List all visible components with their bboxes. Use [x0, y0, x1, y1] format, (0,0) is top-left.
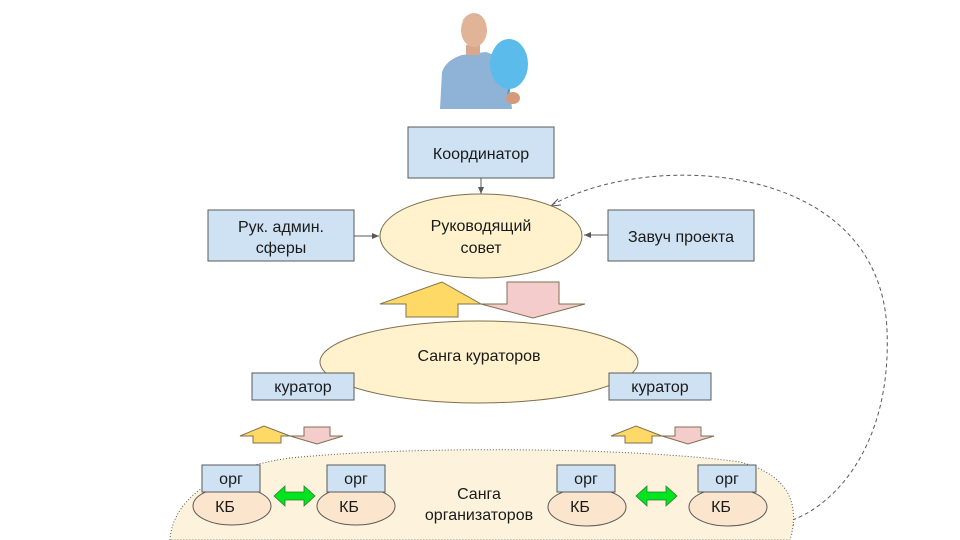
feedback-dashed-connector	[551, 174, 888, 523]
curator-box-right[interactable]: куратор	[608, 372, 712, 401]
balloon-shape	[490, 39, 528, 89]
up-arrow-small-right	[610, 425, 663, 444]
double-arrow-left-pair	[273, 485, 316, 507]
kb-label: КБ	[570, 499, 590, 516]
curators-sangha-ellipse[interactable]: Санга кураторов	[319, 320, 639, 404]
admin-head-label-1: Рук. админ.	[238, 219, 324, 236]
org-unit-2[interactable]: орг КБ	[316, 464, 396, 526]
curators-sangha-label: Санга кураторов	[417, 348, 540, 365]
org-unit-1[interactable]: орг КБ	[192, 464, 272, 526]
org-box	[697, 464, 757, 493]
organizers-sangha-label-1: Санга	[457, 486, 501, 503]
coordinator-box[interactable]: Координатор	[407, 126, 555, 179]
down-arrow-small-right	[661, 426, 715, 445]
curator-left-label: куратор	[274, 379, 331, 396]
person-photo	[438, 8, 534, 109]
up-arrow-small-left	[239, 425, 291, 444]
org-label: орг	[715, 471, 739, 488]
kb-label: КБ	[215, 499, 235, 516]
curator-right-label: куратор	[631, 379, 688, 396]
down-arrow-small-left	[289, 426, 344, 445]
feedback-arrowhead-top	[549, 198, 562, 207]
double-arrow-right-pair	[635, 485, 678, 507]
org-unit-4[interactable]: орг КБ	[688, 464, 768, 527]
project-deputy-label: Завуч проекта	[628, 229, 734, 246]
admin-head-box[interactable]: Рук. админ. сферы	[207, 209, 355, 262]
up-arrow-large	[379, 281, 483, 318]
kb-label: КБ	[711, 499, 731, 516]
down-arrow-large	[480, 281, 586, 319]
organizers-sangha-label-2: организаторов	[425, 507, 533, 524]
org-label: орг	[574, 471, 598, 488]
org-label: орг	[344, 471, 368, 488]
org-label: орг	[219, 471, 243, 488]
admin-head-label-2: сферы	[256, 240, 306, 257]
org-box	[201, 464, 261, 493]
head-shape	[461, 13, 487, 47]
org-box	[326, 464, 386, 493]
kb-label: КБ	[339, 499, 359, 516]
project-deputy-box[interactable]: Завуч проекта	[607, 209, 755, 262]
coordinator-label: Координатор	[433, 146, 529, 163]
steering-council-label-1: Руководящий	[431, 218, 532, 235]
steering-council-ellipse[interactable]: Руководящий совет	[379, 193, 583, 279]
org-unit-3[interactable]: орг КБ	[547, 464, 627, 527]
curator-box-left[interactable]: куратор	[251, 372, 355, 401]
org-box	[556, 464, 616, 493]
steering-council-label-2: совет	[460, 240, 502, 257]
